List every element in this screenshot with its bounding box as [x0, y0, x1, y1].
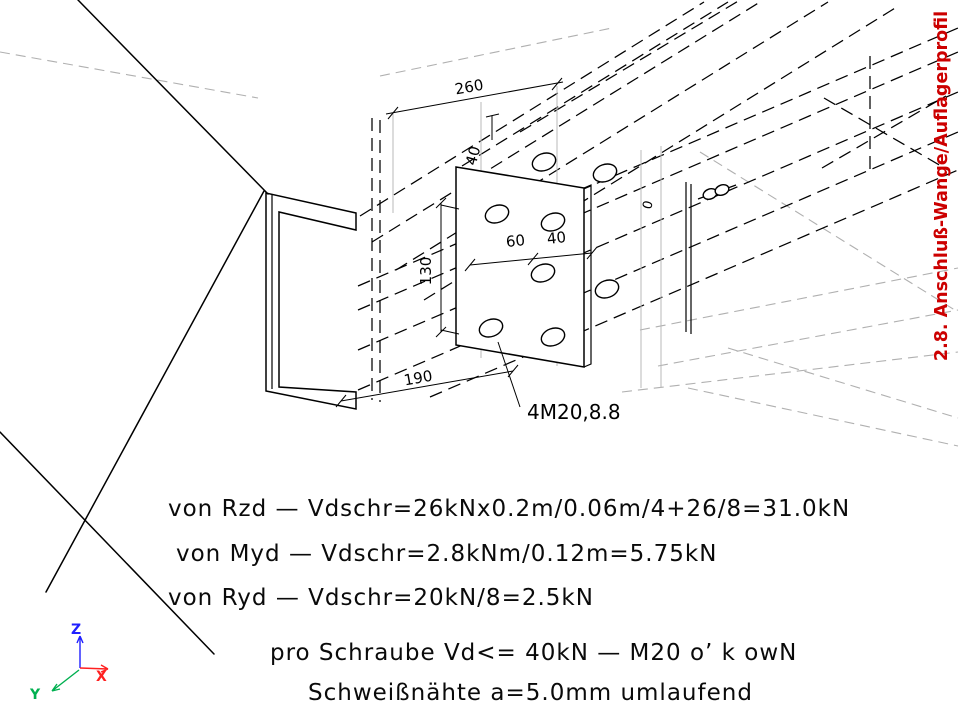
support-channel [265, 192, 357, 410]
dim-260-label: 260 [453, 76, 484, 99]
sheet-title: 2.8. Anschluß-Wange/Auflagerprofil [932, 11, 952, 361]
bolt-hole [594, 279, 620, 299]
axis-triad: Z X Y [29, 622, 109, 703]
bolt-hole [530, 263, 556, 283]
note-line-2: von Myd — Vdschr=2.8kNm/0.12m=5.75kN [176, 541, 717, 567]
bolt-hole [478, 318, 504, 338]
far-plate-edge [685, 182, 737, 334]
dim-0-label: 0 [640, 199, 657, 211]
x-axis-line [79, 664, 109, 673]
dim-60-label: 60 [505, 231, 526, 251]
dimension-labels: 260 40 60 40 130 190 0 4M20,8.8 [402, 76, 656, 424]
bolt-callout-label: 4M20,8.8 [527, 400, 621, 424]
bolt-hole [540, 212, 566, 232]
x-axis-label: X [96, 669, 107, 685]
note-line-5: Schweißnähte a=5.0mm umlaufend [308, 680, 753, 706]
note-line-4: pro Schraube Vd<= 40kN — M20 o’ k owN [270, 640, 797, 666]
calculation-notes: von Rzd — Vdschr=26kNx0.2m/0.06m/4+26/8=… [168, 496, 850, 706]
z-axis-label: Z [71, 622, 81, 638]
dim-40-mid-label: 40 [546, 228, 567, 248]
bolt-hole [531, 152, 557, 172]
beam-hidden-edges [357, 0, 959, 402]
bolt-holes [478, 152, 730, 347]
y-axis-label: Y [29, 687, 41, 703]
bolt-hole [714, 184, 730, 196]
wall-edges [0, 0, 269, 655]
dim-130-label: 130 [417, 257, 435, 286]
note-line-3: von Ryd — Vdschr=20kN/8=2.5kN [168, 585, 594, 611]
z-axis-line [76, 635, 84, 668]
bolt-hole [592, 163, 618, 183]
bolt-hole [540, 327, 566, 347]
connection-plate [455, 166, 592, 368]
note-line-1: von Rzd — Vdschr=26kNx0.2m/0.06m/4+26/8=… [168, 496, 850, 522]
dim-40-top-label: 40 [462, 144, 484, 167]
dimension-lines [335, 77, 598, 408]
construction-lines [0, 27, 959, 447]
bolt-hole [484, 204, 510, 224]
dim-190-label: 190 [402, 367, 433, 390]
y-axis-line [51, 669, 80, 692]
